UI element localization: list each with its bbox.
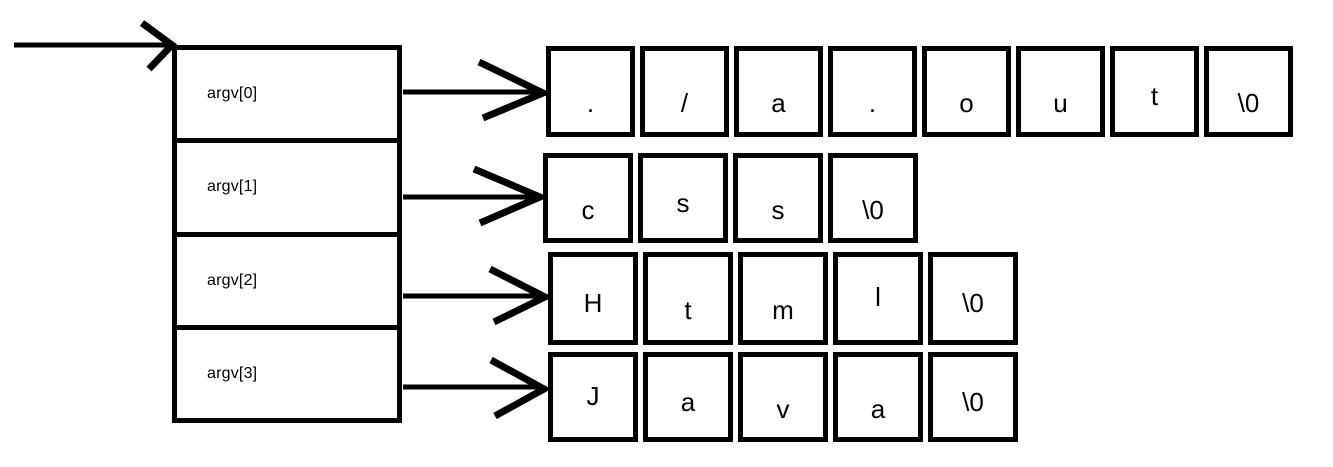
char-value: a (870, 393, 886, 424)
string-row-argv1: c s s \0 (543, 153, 918, 243)
char-value: c (581, 194, 595, 225)
char-value: m (772, 295, 794, 325)
argv-label-2: argv[2] (207, 271, 258, 289)
argv-array-box: argv[0] argv[1] argv[2] argv[3] (172, 45, 402, 423)
char-cell: m (738, 252, 828, 345)
char-cell: a (833, 352, 923, 442)
char-cell: u (1016, 46, 1105, 137)
string-row-argv2: H t m l \0 (548, 252, 1018, 345)
pointer-arrow-argv3 (403, 356, 552, 420)
char-value: a (680, 386, 696, 417)
pointer-arrow-argv0 (403, 58, 552, 122)
argv-array-cell-3: argv[3] (177, 324, 397, 418)
char-value: s (771, 194, 785, 225)
char-cell: s (638, 153, 728, 243)
string-row-argv3: J a v a \0 (548, 352, 1018, 442)
char-cell: t (1110, 46, 1199, 137)
char-value: s (676, 187, 690, 218)
char-value: \0 (862, 194, 884, 225)
char-value: o (959, 88, 974, 118)
char-cell: \0 (828, 153, 918, 243)
char-cell: H (548, 252, 638, 345)
char-value: t (1150, 81, 1159, 111)
char-value: \0 (962, 288, 984, 318)
char-cell: a (643, 352, 733, 442)
char-value: \0 (1237, 88, 1260, 118)
argv-label-1: argv[1] (207, 178, 258, 196)
pointer-arrow-argv2 (403, 265, 553, 326)
pointer-arrow-argv1 (403, 165, 549, 227)
char-value: / (680, 88, 689, 118)
char-cell: c (543, 153, 633, 243)
char-value: v (776, 393, 790, 424)
char-cell: v (738, 352, 828, 442)
char-cell: \0 (1204, 46, 1293, 137)
char-value: J (586, 380, 600, 411)
entry-arrow (14, 20, 178, 72)
char-cell: . (546, 46, 635, 137)
char-value: \0 (962, 386, 984, 417)
argv-array-cell-0: argv[0] (177, 50, 397, 138)
char-cell: J (548, 352, 638, 442)
char-value: a (771, 88, 786, 118)
char-value: H (583, 288, 603, 318)
char-value: . (868, 88, 877, 118)
char-cell: / (640, 46, 729, 137)
argv-label-3: argv[3] (207, 364, 258, 382)
char-value: u (1053, 88, 1068, 118)
argv-label-0: argv[0] (207, 85, 258, 103)
char-cell: s (733, 153, 823, 243)
char-cell: t (643, 252, 733, 345)
char-value: l (875, 282, 881, 312)
argv-array-cell-1: argv[1] (177, 138, 397, 231)
char-cell: \0 (928, 252, 1018, 345)
char-cell: \0 (928, 352, 1018, 442)
char-cell: l (833, 252, 923, 345)
char-cell: a (734, 46, 823, 137)
char-value: . (586, 88, 595, 118)
string-row-argv0: . / a . o u t \0 (546, 46, 1293, 137)
char-value: t (684, 295, 692, 325)
char-cell: . (828, 46, 917, 137)
argv-array-cell-2: argv[2] (177, 231, 397, 325)
char-cell: o (922, 46, 1011, 137)
